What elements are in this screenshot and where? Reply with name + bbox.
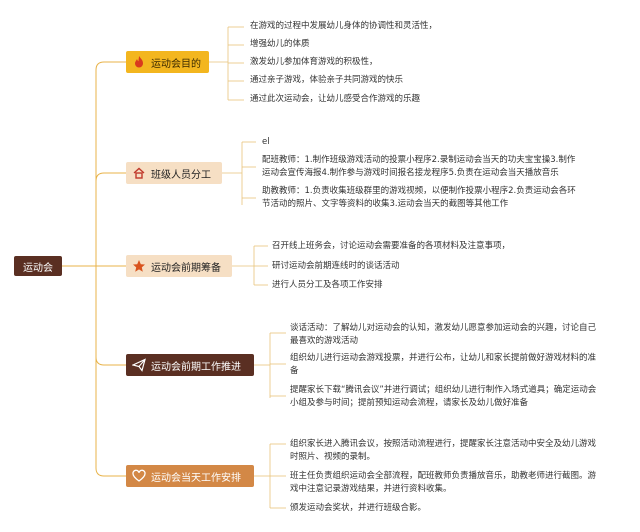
branch-preparation[interactable]: 运动会前期筹备 bbox=[126, 255, 232, 277]
list-item: 助教教师：1.负责收集班级群里的游戏视频，以便制作投票小程序2.负责运动会各环节… bbox=[262, 186, 576, 209]
branch-label: 运动会前期筹备 bbox=[151, 262, 221, 274]
branch-label: 班级人员分工 bbox=[151, 169, 211, 181]
list-item: 组织家长进入腾讯会议，按照活动流程进行，提醒家长注意活动中安全及幼儿游戏时照片、… bbox=[290, 439, 597, 462]
list-item: 提醒家长下载“腾讯会议”并进行调试；组织幼儿进行制作入场式道具；确定运动会小组及… bbox=[290, 385, 597, 408]
list-item: 颁发运动会奖状，并进行班级合影。 bbox=[290, 503, 427, 513]
branch-progress[interactable]: 运动会前期工作推进 bbox=[126, 354, 254, 376]
list-item: 激发幼儿参加体育游戏的积极性， bbox=[250, 57, 378, 67]
list-item: 召开线上班务会，讨论运动会需要准备的各项材料及注意事项， bbox=[272, 241, 511, 251]
list-item: 研讨运动会前期连线时的谈话活动 bbox=[272, 261, 400, 271]
fire-icon bbox=[135, 56, 143, 68]
list-item: 通过亲子游戏，体验亲子共同游戏的快乐 bbox=[250, 75, 404, 85]
branch-event-day[interactable]: 运动会当天工作安排 bbox=[126, 465, 254, 487]
list-item: 谈话活动：了解幼儿对运动会的认知，激发幼儿愿意参加运动会的兴趣，讨论自己最喜欢的… bbox=[290, 323, 597, 346]
list-item: 组织幼儿进行运动会游戏投票，并进行公布，让幼儿和家长提前做好游戏材料的准备 bbox=[290, 353, 597, 376]
list-item: el bbox=[262, 137, 270, 147]
list-item: 在游戏的过程中发展幼儿身体的协调性和灵活性， bbox=[250, 21, 438, 31]
paper-plane-icon bbox=[132, 358, 146, 372]
branch-purpose[interactable]: 运动会目的 bbox=[126, 51, 209, 73]
star-icon bbox=[133, 260, 145, 272]
branch-label: 运动会当天工作安排 bbox=[151, 472, 241, 484]
home-icon bbox=[133, 167, 145, 179]
list-item: 班主任负责组织运动会全部流程，配班教师负责播放音乐，助教老师进行截图。游戏中注意… bbox=[290, 471, 597, 494]
list-item: 通过此次运动会，让幼儿感受合作游戏的乐趣 bbox=[250, 94, 421, 104]
branch-label: 运动会目的 bbox=[151, 58, 201, 70]
branch-label: 运动会前期工作推进 bbox=[151, 361, 241, 373]
root-label: 运动会 bbox=[23, 262, 53, 274]
list-item: 增强幼儿的体质 bbox=[250, 39, 310, 49]
list-item: 进行人员分工及各项工作安排 bbox=[272, 280, 383, 290]
root-node[interactable]: 运动会 bbox=[14, 256, 62, 276]
branch-staff[interactable]: 班级人员分工 bbox=[126, 162, 222, 184]
heart-icon bbox=[132, 469, 146, 482]
list-item: 配班教师：1.制作班级游戏活动的投票小程序2.录制运动会当天的功夫宝宝操3.制作… bbox=[262, 155, 576, 178]
